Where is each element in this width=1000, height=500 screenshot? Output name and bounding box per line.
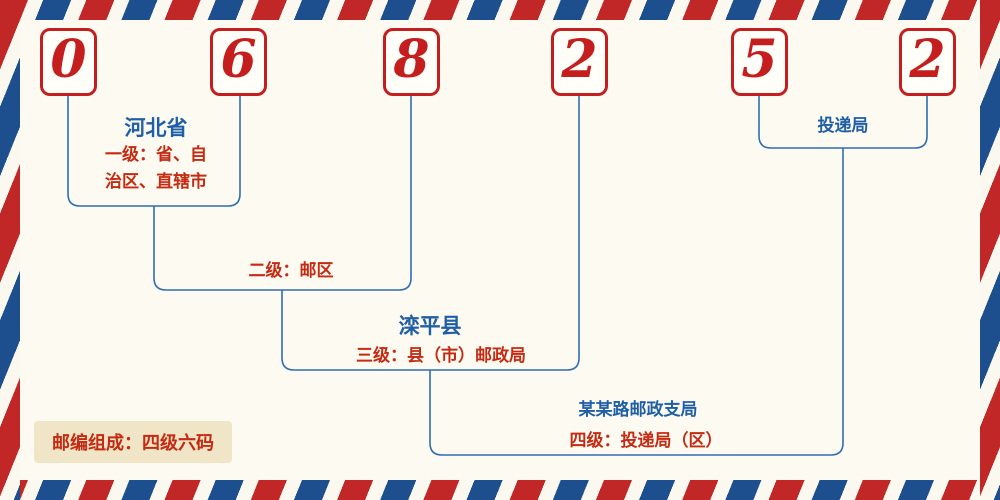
airmail-border-right	[980, 0, 1000, 500]
level4-branch-label: 某某路邮政支局	[578, 400, 698, 420]
level1-region-label: 河北省	[124, 116, 188, 140]
digit-box-2: 6	[210, 28, 267, 96]
postal-code-composition-badge: 邮编组成：四级六码	[34, 421, 232, 463]
postal-digit-2: 6	[220, 29, 257, 90]
level3-desc-label: 三级：县（市）邮政局	[356, 346, 526, 366]
digit-box-5: 5	[731, 28, 788, 96]
postal-digit-1: 0	[50, 29, 87, 90]
level3-region-label: 滦平县	[398, 314, 462, 338]
postal-digit-4: 2	[561, 29, 598, 90]
airmail-border-left	[0, 0, 20, 500]
level1-desc-line1: 一级：省、自	[105, 145, 207, 165]
level1-desc-line2: 治区、直辖市	[105, 172, 207, 192]
digit-box-6: 2	[899, 28, 956, 96]
airmail-border-bottom	[0, 480, 1000, 500]
digit-box-3: 8	[383, 28, 440, 96]
airmail-border-top	[0, 0, 1000, 20]
digit-box-4: 2	[551, 28, 608, 96]
delivery-office-label: 投递局	[817, 116, 869, 136]
postal-digit-3: 8	[393, 29, 430, 90]
level2-desc-label: 二级：邮区	[248, 261, 334, 281]
postal-digit-5: 5	[741, 29, 778, 90]
postal-digit-6: 2	[909, 29, 946, 90]
level1-desc-label: 一级：省、自 治区、直辖市	[76, 142, 236, 196]
level4-desc-label: 四级：投递局（区）	[569, 431, 723, 451]
digit-box-1: 0	[40, 28, 97, 96]
